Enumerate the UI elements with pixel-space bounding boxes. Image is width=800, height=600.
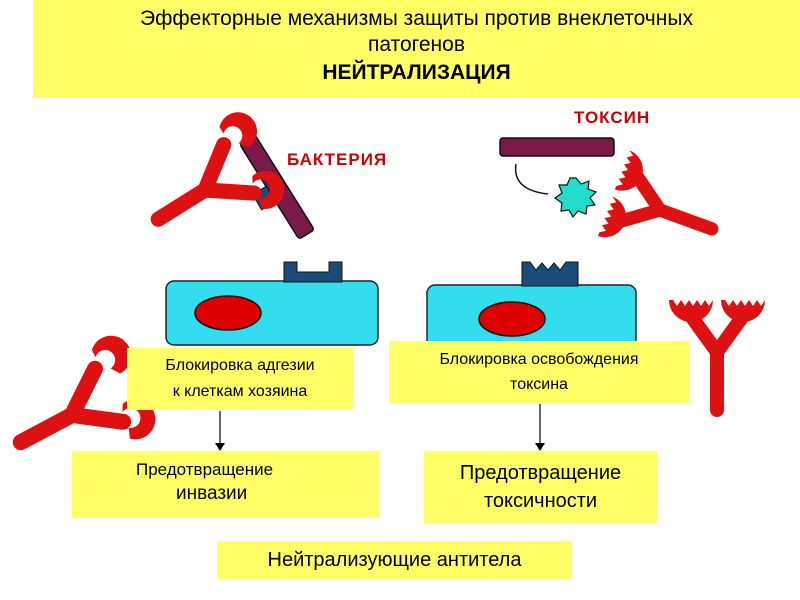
invasion-line-1: Предотвращение — [136, 460, 274, 479]
toxin-label: ТОКСИН — [574, 108, 651, 127]
adhesion-block-box: Блокировка адгезии к клеткам хозяина — [127, 348, 353, 410]
bacteria-label: БАКТЕРИЯ — [287, 150, 388, 169]
arrow-left — [215, 411, 225, 451]
title-line-1: Эффекторные механизмы защиты против внек… — [140, 7, 693, 30]
invasion-prevention-box: Предотвращение инвазии — [72, 451, 379, 517]
release-line-1: Блокировка освобождения — [439, 351, 639, 368]
title-line-3: НЕЙТРАЛИЗАЦИЯ — [322, 61, 511, 84]
adhesion-line-1: Блокировка адгезии — [165, 357, 315, 374]
antibody-cup-toxin — [598, 150, 727, 271]
title-banner: Эффекторные механизмы защиты против внек… — [33, 0, 800, 98]
antibody-wrench-top-left — [131, 105, 298, 262]
adhesion-line-2: к клеткам хозяина — [172, 383, 308, 400]
release-line-2: токсина — [510, 376, 568, 393]
toxicity-prevention-box: Предотвращение токсичности — [424, 451, 657, 523]
release-block-box: Блокировка освобождения токсина — [389, 341, 689, 403]
title-line-2: патогенов — [368, 33, 465, 56]
host-cell-left — [165, 261, 379, 346]
invasion-line-2: инвазии — [176, 483, 248, 504]
host-cell-right — [426, 261, 637, 348]
toxin — [499, 137, 615, 219]
toxicity-line-2: токсичности — [483, 490, 598, 512]
neutralizing-antibodies-box: Нейтрализующие антитела — [217, 541, 572, 579]
toxicity-line-1: Предотвращение — [459, 462, 622, 484]
arrow-right — [535, 404, 545, 451]
